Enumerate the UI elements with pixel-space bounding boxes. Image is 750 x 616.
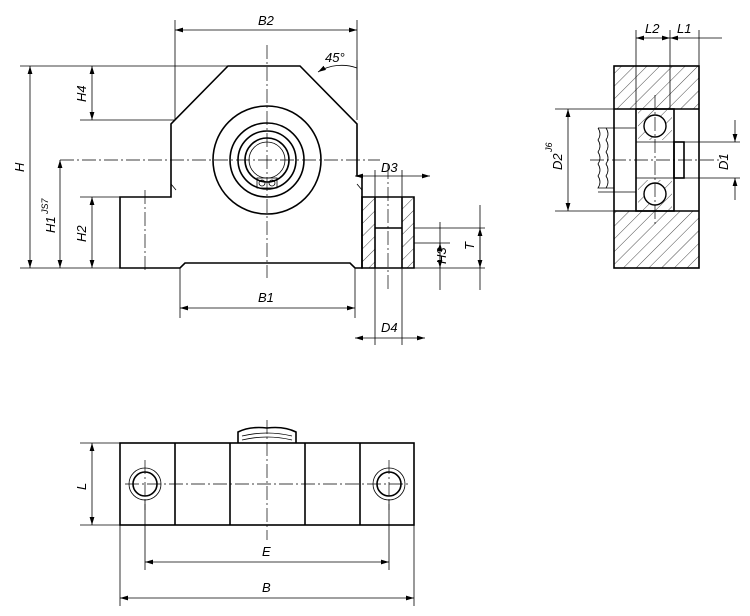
dim-h: H <box>12 162 27 172</box>
dim-b2: B2 <box>258 13 275 28</box>
dim-l1: L1 <box>677 21 691 36</box>
dim-t: T <box>462 241 477 250</box>
dim-d4: D4 <box>381 320 398 335</box>
dim-d1: D1 <box>716 153 731 170</box>
dim-e: E <box>262 544 271 559</box>
dim-angle: 45° <box>325 50 345 65</box>
dim-d2-tolerance: J6 <box>544 142 554 153</box>
dim-h1-tolerance: JS7 <box>40 197 50 215</box>
dim-h2: H2 <box>74 225 89 242</box>
dim-d2: D2 <box>550 153 565 170</box>
dim-b1: B1 <box>258 290 274 305</box>
dim-h3: H3 <box>434 247 449 264</box>
section-view: L2 L1 D2 J6 D1 <box>544 21 740 269</box>
counterbore-section: D3 D4 H3 T <box>355 160 485 345</box>
housing-outline <box>119 65 363 269</box>
top-view: L E B <box>74 420 415 606</box>
front-view: B2 45° H H4 H1 JS7 H2 B1 <box>12 13 380 318</box>
dim-d3: D3 <box>381 160 398 175</box>
dim-l: L <box>74 483 89 490</box>
dim-h1: H1 <box>43 216 58 233</box>
dim-l2: L2 <box>645 21 660 36</box>
dim-b: B <box>262 580 271 595</box>
dim-h4: H4 <box>74 85 89 102</box>
